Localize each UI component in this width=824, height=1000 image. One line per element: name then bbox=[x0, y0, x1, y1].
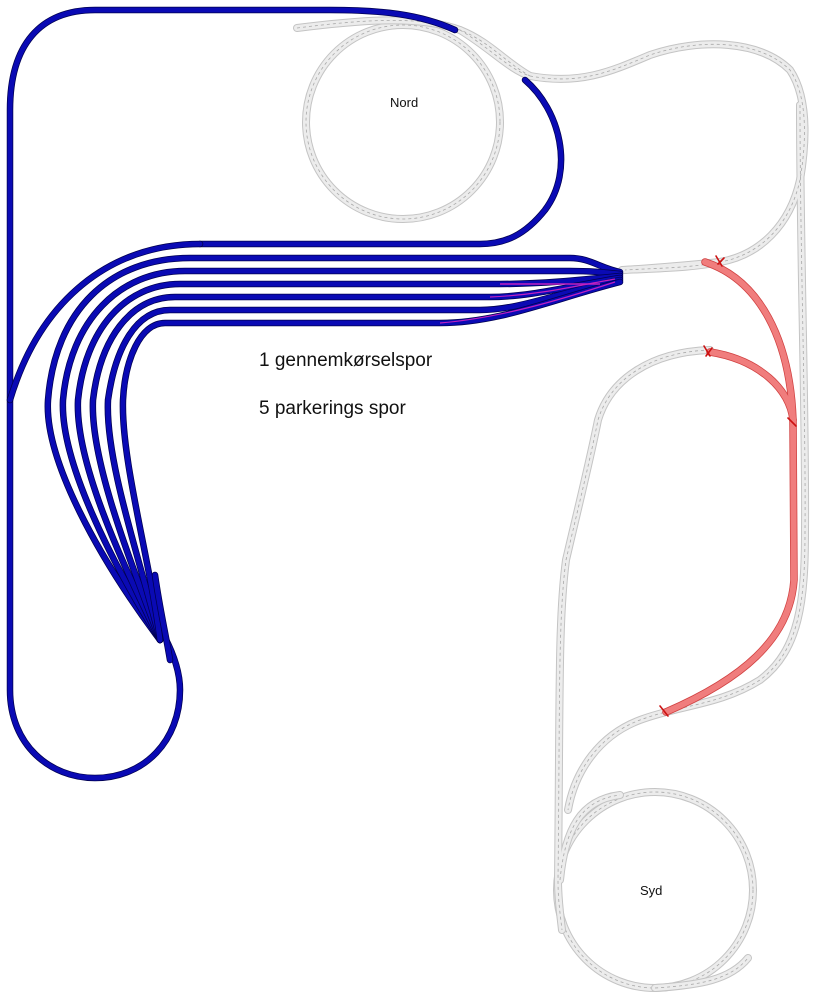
visible-mainline bbox=[293, 16, 810, 992]
north-station-label: Nord bbox=[390, 95, 418, 110]
visible-track-network bbox=[293, 16, 810, 992]
switch-marker bbox=[787, 417, 797, 427]
yard-track-merge bbox=[152, 572, 173, 663]
south-station-label: Syd bbox=[640, 883, 662, 898]
switch-marker bbox=[703, 345, 713, 357]
north-loop-track bbox=[302, 21, 504, 223]
switch-markers bbox=[659, 255, 797, 717]
yard-track-1 bbox=[45, 255, 623, 643]
yard-track-5 bbox=[105, 277, 623, 643]
switch-marker bbox=[715, 255, 725, 267]
connection-track-main bbox=[663, 259, 798, 715]
connection-track-branch bbox=[707, 349, 796, 423]
through-track-note: 1 gennemkørselspor bbox=[259, 350, 433, 371]
yard-track-2 bbox=[60, 268, 623, 643]
hidden-track-network bbox=[6, 6, 624, 782]
north-connector-track bbox=[197, 77, 564, 247]
connection-tracks bbox=[662, 258, 798, 716]
yard-track-6 bbox=[120, 279, 623, 643]
through-track bbox=[7, 241, 203, 403]
switch-marker bbox=[659, 705, 669, 717]
yard-track-4 bbox=[90, 275, 623, 643]
parking-track-note: 5 parkerings spor bbox=[259, 398, 406, 419]
outer-return-loop bbox=[7, 7, 458, 781]
yard-track-3 bbox=[75, 273, 623, 643]
